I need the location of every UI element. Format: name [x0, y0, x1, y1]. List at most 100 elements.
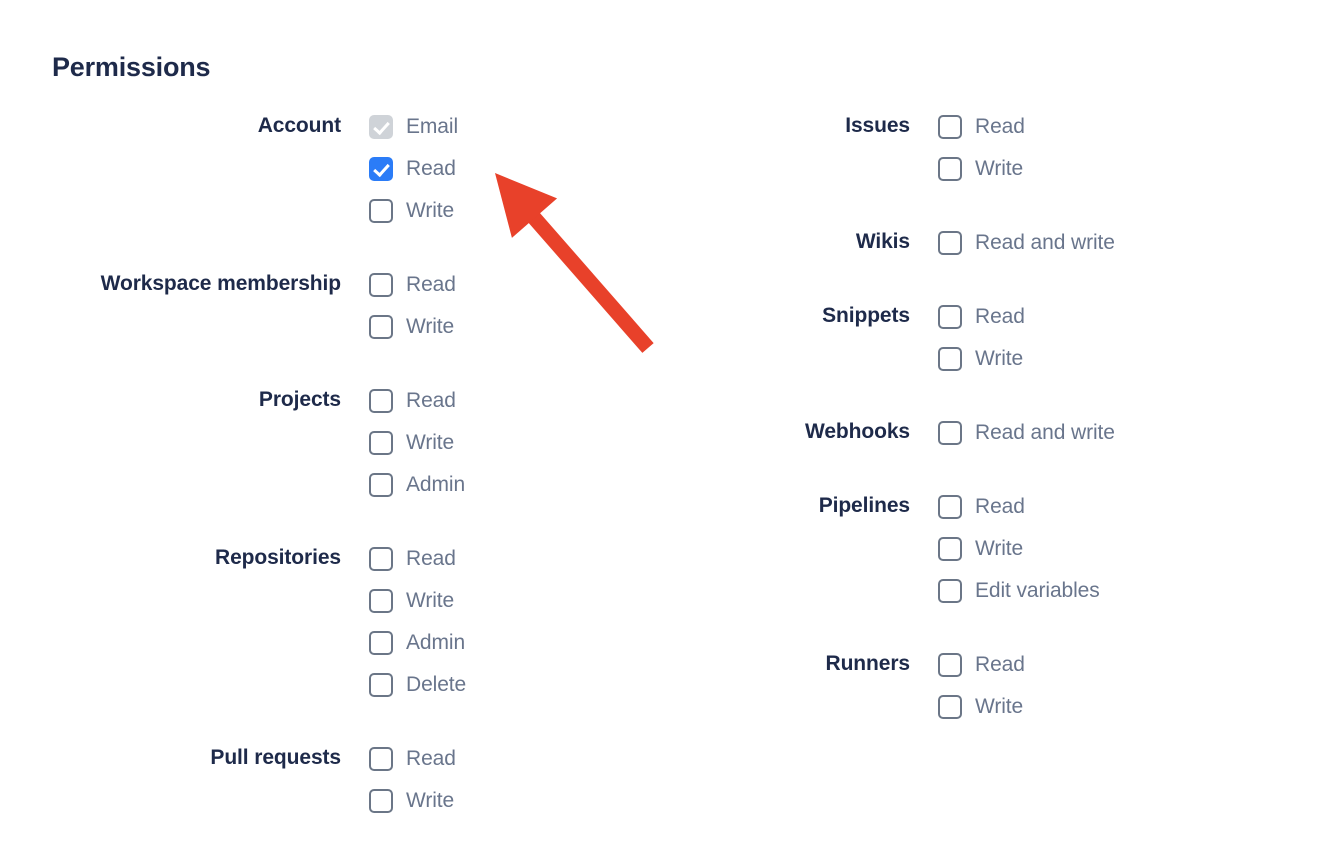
option-label-account-read: Read [406, 157, 456, 180]
checkbox-projects-write[interactable] [369, 431, 393, 455]
group-label-runners: Runners [825, 652, 911, 675]
option-row-runners-read[interactable]: Read [938, 644, 1260, 686]
checkbox-issues-read[interactable] [938, 115, 962, 139]
option-row-repositories-delete[interactable]: Delete [369, 664, 660, 706]
checkbox-account-read[interactable] [369, 157, 393, 181]
option-label-workspace-membership-read: Read [406, 273, 456, 296]
checkbox-pipelines-write[interactable] [938, 537, 962, 561]
group-label-repositories: Repositories [215, 546, 341, 569]
group-label-workspace-membership: Workspace membership [100, 272, 341, 295]
option-label-projects-admin: Admin [406, 473, 466, 496]
option-row-account-read[interactable]: Read [369, 148, 660, 190]
option-label-runners-read: Read [975, 653, 1025, 676]
checkbox-pipelines-edit-variables[interactable] [938, 579, 962, 603]
option-row-runners-write[interactable]: Write [938, 686, 1260, 728]
option-label-workspace-membership-write: Write [406, 315, 455, 338]
option-label-projects-read: Read [406, 389, 456, 412]
checkbox-projects-read[interactable] [369, 389, 393, 413]
group-label-wikis: Wikis [855, 230, 910, 253]
option-row-repositories-write[interactable]: Write [369, 580, 660, 622]
option-row-account-write[interactable]: Write [369, 190, 660, 232]
option-row-pull-requests-write[interactable]: Write [369, 780, 660, 822]
option-row-webhooks-read-and-write[interactable]: Read and write [938, 412, 1260, 454]
checkbox-repositories-read[interactable] [369, 547, 393, 571]
option-row-issues-read[interactable]: Read [938, 106, 1260, 148]
option-label-repositories-write: Write [406, 589, 455, 612]
checkbox-repositories-write[interactable] [369, 589, 393, 613]
group-label-account: Account [257, 114, 341, 137]
checkbox-workspace-membership-read[interactable] [369, 273, 393, 297]
option-row-projects-admin[interactable]: Admin [369, 464, 660, 506]
checkbox-runners-write[interactable] [938, 695, 962, 719]
option-row-repositories-read[interactable]: Read [369, 538, 660, 580]
option-label-pipelines-write: Write [975, 537, 1024, 560]
option-label-snippets-read: Read [975, 305, 1025, 328]
option-label-pipelines-edit-variables: Edit variables [975, 579, 1100, 602]
checkbox-pull-requests-write[interactable] [369, 789, 393, 813]
checkbox-repositories-admin[interactable] [369, 631, 393, 655]
group-label-pipelines: Pipelines [818, 494, 910, 517]
checkbox-workspace-membership-write[interactable] [369, 315, 393, 339]
option-label-issues-read: Read [975, 115, 1025, 138]
option-row-workspace-membership-write[interactable]: Write [369, 306, 660, 348]
page-title: Permissions [52, 52, 211, 82]
option-row-pull-requests-read[interactable]: Read [369, 738, 660, 780]
option-row-pipelines-edit-variables[interactable]: Edit variables [938, 570, 1260, 612]
option-row-issues-write[interactable]: Write [938, 148, 1260, 190]
permission-group-wikis: Wikis Read and write [600, 222, 1260, 264]
option-row-pipelines-write[interactable]: Write [938, 528, 1260, 570]
checkbox-repositories-delete[interactable] [369, 673, 393, 697]
checkbox-pull-requests-read[interactable] [369, 747, 393, 771]
option-row-projects-write[interactable]: Write [369, 422, 660, 464]
option-row-account-email[interactable]: Email [369, 106, 660, 148]
permission-group-webhooks: Webhooks Read and write [600, 412, 1260, 454]
checkbox-snippets-write[interactable] [938, 347, 962, 371]
checkbox-webhooks-read-and-write[interactable] [938, 421, 962, 445]
option-row-repositories-admin[interactable]: Admin [369, 622, 660, 664]
checkbox-projects-admin[interactable] [369, 473, 393, 497]
option-label-wikis-read-and-write: Read and write [975, 231, 1115, 254]
option-row-wikis-read-and-write[interactable]: Read and write [938, 222, 1260, 264]
checkbox-issues-write[interactable] [938, 157, 962, 181]
group-label-issues: Issues [845, 114, 910, 137]
group-label-webhooks: Webhooks [805, 420, 910, 443]
option-label-account-write: Write [406, 199, 455, 222]
checkbox-account-write[interactable] [369, 199, 393, 223]
option-label-runners-write: Write [975, 695, 1024, 718]
option-row-workspace-membership-read[interactable]: Read [369, 264, 660, 306]
option-row-pipelines-read[interactable]: Read [938, 486, 1260, 528]
group-label-pull-requests: Pull requests [210, 746, 341, 769]
option-row-snippets-write[interactable]: Write [938, 338, 1260, 380]
option-label-webhooks-read-and-write: Read and write [975, 421, 1115, 444]
checkbox-runners-read[interactable] [938, 653, 962, 677]
option-row-projects-read[interactable]: Read [369, 380, 660, 422]
option-label-pipelines-read: Read [975, 495, 1025, 518]
option-row-snippets-read[interactable]: Read [938, 296, 1260, 338]
checkbox-wikis-read-and-write[interactable] [938, 231, 962, 255]
option-label-snippets-write: Write [975, 347, 1024, 370]
option-label-repositories-delete: Delete [406, 673, 467, 696]
checkbox-pipelines-read[interactable] [938, 495, 962, 519]
checkbox-snippets-read[interactable] [938, 305, 962, 329]
group-options-webhooks: Read and write [910, 412, 1260, 454]
